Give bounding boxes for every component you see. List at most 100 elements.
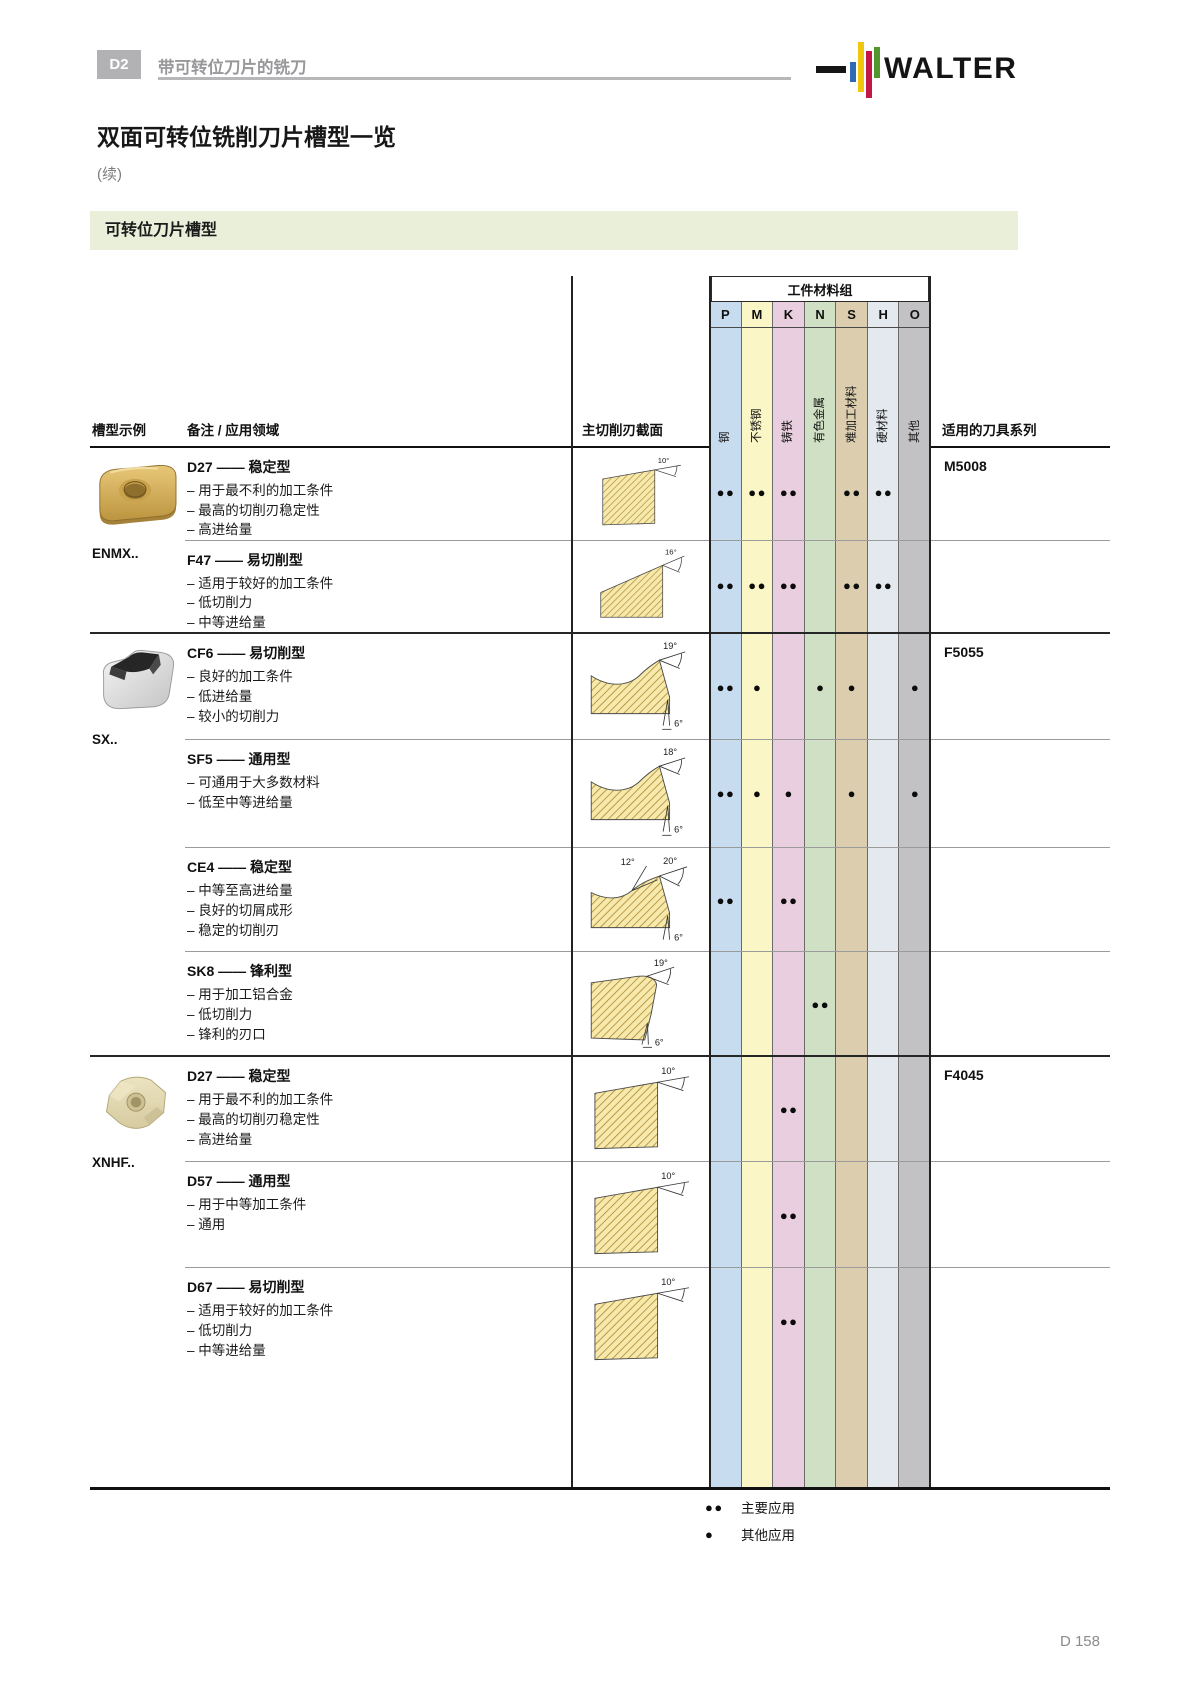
page-subtitle: (续) [97, 166, 122, 183]
application-bullet: – 低进给量 [187, 688, 253, 704]
application-bullet: – 可通用于大多数材料 [187, 775, 320, 791]
application-bullet: – 低切削力 [187, 1322, 253, 1338]
material-column-K: 铸铁 [772, 328, 804, 448]
rating-cell-P: ●● [710, 740, 741, 848]
section-enmx: ENMX..D27 —— 稳定型– 用于最不利的加工条件– 最高的切削刃稳定性–… [90, 448, 1110, 633]
material-letter-M: M [740, 302, 773, 327]
application-bullet: – 用于中等加工条件 [187, 1197, 307, 1213]
svg-text:6°: 6° [655, 1038, 664, 1048]
material-letter-H: H [866, 302, 899, 327]
cross-section-diagram: 10° [594, 1171, 689, 1255]
cross-section-diagram: 10° [594, 1277, 689, 1361]
rating-cell-N: ●● [803, 952, 836, 1056]
material-label-S: 难加工材料 [845, 385, 858, 444]
cross-section-cell: 19°6° [572, 634, 710, 739]
legend-symbol-other: ● [705, 1526, 715, 1542]
rating-cell-M [740, 1162, 773, 1268]
rating-cell-H [866, 1268, 899, 1488]
material-label-K: 铸铁 [782, 420, 795, 443]
application-dots: ●● [716, 485, 736, 500]
cross-section-cell: 19° 6° [572, 952, 710, 1055]
rating-cell-O [898, 540, 931, 633]
remarks-cell: D57 —— 通用型 – 用于中等加工条件 – 通用 [185, 1162, 572, 1267]
insert-photo [90, 456, 182, 536]
rating-cell-N [803, 740, 836, 848]
material-label-H: 硬材料 [877, 408, 890, 444]
column-header-cross-section: 主切削刃截面 [582, 423, 663, 438]
application-bullet: – 稳定的切削刃 [187, 922, 280, 938]
rating-cell-O [898, 848, 931, 952]
geometry-title: D27 —— 稳定型 [187, 459, 291, 475]
svg-text:20°: 20° [663, 856, 677, 866]
rating-cell-P: ●● [710, 448, 741, 540]
insert-photo [90, 1065, 182, 1145]
geometry-title: D57 —— 通用型 [187, 1173, 291, 1190]
geometry-title: CF6 —— 易切削型 [187, 645, 306, 662]
application-dots: ●● [779, 1208, 799, 1224]
material-letter-N: N [803, 302, 836, 327]
rating-cell-N [803, 540, 836, 633]
logo-bar-black [816, 66, 846, 73]
application-dots: ●● [779, 1102, 799, 1118]
cross-section-diagram: 10° [602, 456, 681, 526]
application-dots: ● [752, 679, 763, 695]
rating-cell-K: ●● [772, 848, 804, 952]
geometry-title: CE4 —— 稳定型 [187, 859, 293, 876]
application-dots: ●● [748, 485, 767, 500]
application-dots: ●● [811, 997, 831, 1013]
application-bullet: – 锋利的刃口 [187, 1026, 266, 1042]
cross-section-diagram: 19° 6° [590, 959, 675, 1049]
material-column-S: 难加工材料 [835, 328, 867, 448]
application-bullet: – 中等进给量 [187, 1342, 266, 1358]
rating-cell-S: ●● [835, 540, 867, 633]
application-bullet: – 较小的切削力 [187, 708, 280, 724]
rating-cell-K [772, 634, 804, 740]
rating-cell-P: ●● [710, 848, 741, 952]
insert-example-cell: SX.. [90, 634, 185, 1055]
application-dots: ●● [779, 1314, 799, 1330]
application-dots: ●● [874, 485, 894, 500]
walter-logo-bars-icon [816, 40, 884, 98]
logo-bar-red [866, 51, 872, 98]
rating-cell-P: ●● [710, 540, 741, 633]
rating-cell-K [772, 952, 804, 1056]
rating-cell-M [740, 848, 773, 952]
rating-cell-K: ●● [772, 1268, 804, 1488]
application-bullet: – 通用 [187, 1216, 226, 1232]
material-letter-P: P [710, 302, 741, 327]
application-dots: ● [816, 679, 826, 695]
svg-text:18°: 18° [663, 748, 677, 758]
application-dots: ●● [779, 578, 799, 594]
chapter-title: 带可转位刀片的铣刀 [158, 59, 307, 77]
rating-cell-S [835, 1162, 867, 1268]
application-bullet: – 适用于较好的加工条件 [187, 1303, 334, 1319]
svg-text:19°: 19° [654, 959, 668, 969]
rating-cell-S [835, 952, 867, 1056]
cross-section-cell: 12°20°6° [572, 848, 710, 951]
rating-cell-H [866, 1162, 899, 1268]
tool-series-cell: F5055 [944, 644, 984, 661]
rating-cell-P [710, 1162, 741, 1268]
material-ratings: ●● [710, 1162, 931, 1268]
application-dots: ● [910, 786, 921, 802]
application-dots: ●● [748, 578, 767, 594]
application-bullet: – 低至中等进给量 [187, 794, 293, 810]
legend-item-main: ●● 主要应用 [705, 1497, 795, 1517]
rating-cell-M [740, 952, 773, 1056]
rating-cell-K: ●● [772, 540, 804, 633]
application-bullet: – 中等进给量 [187, 614, 266, 630]
svg-text:16°: 16° [665, 547, 677, 556]
cross-section-cell: 10° [572, 1057, 710, 1161]
application-bullet: – 高进给量 [187, 522, 253, 538]
geometry-title: F47 —— 易切削型 [187, 551, 303, 568]
page-title: 双面可转位铣削刀片槽型一览 [97, 124, 396, 150]
legend-label-other: 其他应用 [741, 1528, 795, 1543]
